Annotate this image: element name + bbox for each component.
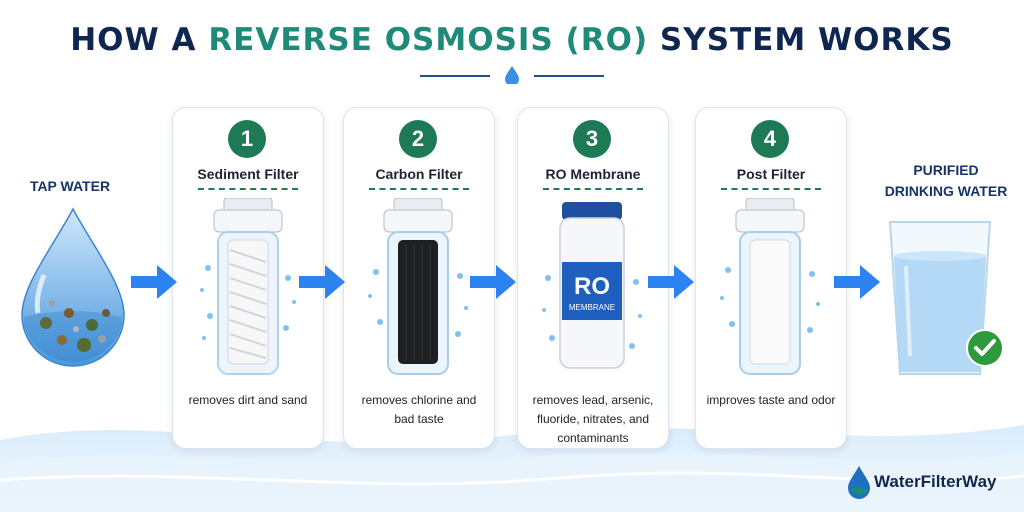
flow-arrow-icon — [470, 265, 516, 299]
flow-arrow-icon — [131, 265, 177, 299]
step-name: RO Membrane — [545, 166, 641, 182]
carbon-filter-cartridge-icon — [368, 198, 468, 375]
step-name: Sediment Filter — [197, 166, 299, 182]
water-drop-icon — [505, 66, 519, 84]
title-highlight: REVERSE OSMOSIS (RO) — [208, 22, 649, 58]
membrane-label-text: MEMBRANE — [569, 303, 615, 312]
step-description: removes dirt and sand — [188, 393, 308, 407]
flow-arrow-icon — [648, 265, 694, 299]
step-name: Post Filter — [736, 166, 806, 182]
step-number-badge: 2 — [399, 120, 437, 158]
check-icon — [966, 329, 1004, 367]
step-name: Carbon Filter — [375, 166, 463, 182]
post-filter-cartridge-icon — [720, 198, 820, 375]
step-card-carbon-filter: 2 Carbon Filter removes chlorine and bad… — [343, 107, 495, 449]
flow-arrow-icon — [299, 265, 345, 299]
page-title: HOW A REVERSE OSMOSIS (RO) SYSTEM WORKS — [0, 22, 1024, 58]
water-glass-icon — [888, 221, 992, 375]
tap-water-label: TAP WATER — [29, 178, 111, 194]
title-divider — [420, 66, 604, 84]
step-number-badge: 4 — [751, 120, 789, 158]
step-description: improves taste and odor — [706, 393, 836, 407]
ro-membrane-cartridge-icon: RO MEMBRANE — [542, 202, 642, 369]
dashed-divider — [721, 188, 821, 190]
sediment-filter-cartridge-icon — [200, 198, 296, 375]
step-number-badge: 3 — [573, 120, 611, 158]
contaminant-particles — [40, 300, 110, 352]
dashed-divider — [198, 188, 298, 190]
purified-water-label: PURIFIED DRINKING WATER — [876, 160, 1016, 202]
ro-label-text: RO — [574, 273, 610, 300]
step-description: removes lead, arsenic, fluoride, nitrate… — [532, 393, 654, 445]
dashed-divider — [369, 188, 469, 190]
purified-label-line1: PURIFIED — [913, 162, 979, 178]
dashed-divider — [543, 188, 643, 190]
purified-label-line2: DRINKING WATER — [884, 183, 1008, 199]
flow-arrow-icon — [834, 265, 880, 299]
contaminated-water-drop-icon — [21, 207, 125, 367]
brand-drop-icon — [848, 466, 870, 499]
title-part2: SYSTEM WORKS — [648, 22, 954, 58]
step-description: removes chlorine and bad taste — [361, 393, 477, 426]
brand-name: WaterFilterWay — [874, 472, 997, 491]
step-number-badge: 1 — [228, 120, 266, 158]
title-part1: HOW A — [70, 22, 209, 58]
